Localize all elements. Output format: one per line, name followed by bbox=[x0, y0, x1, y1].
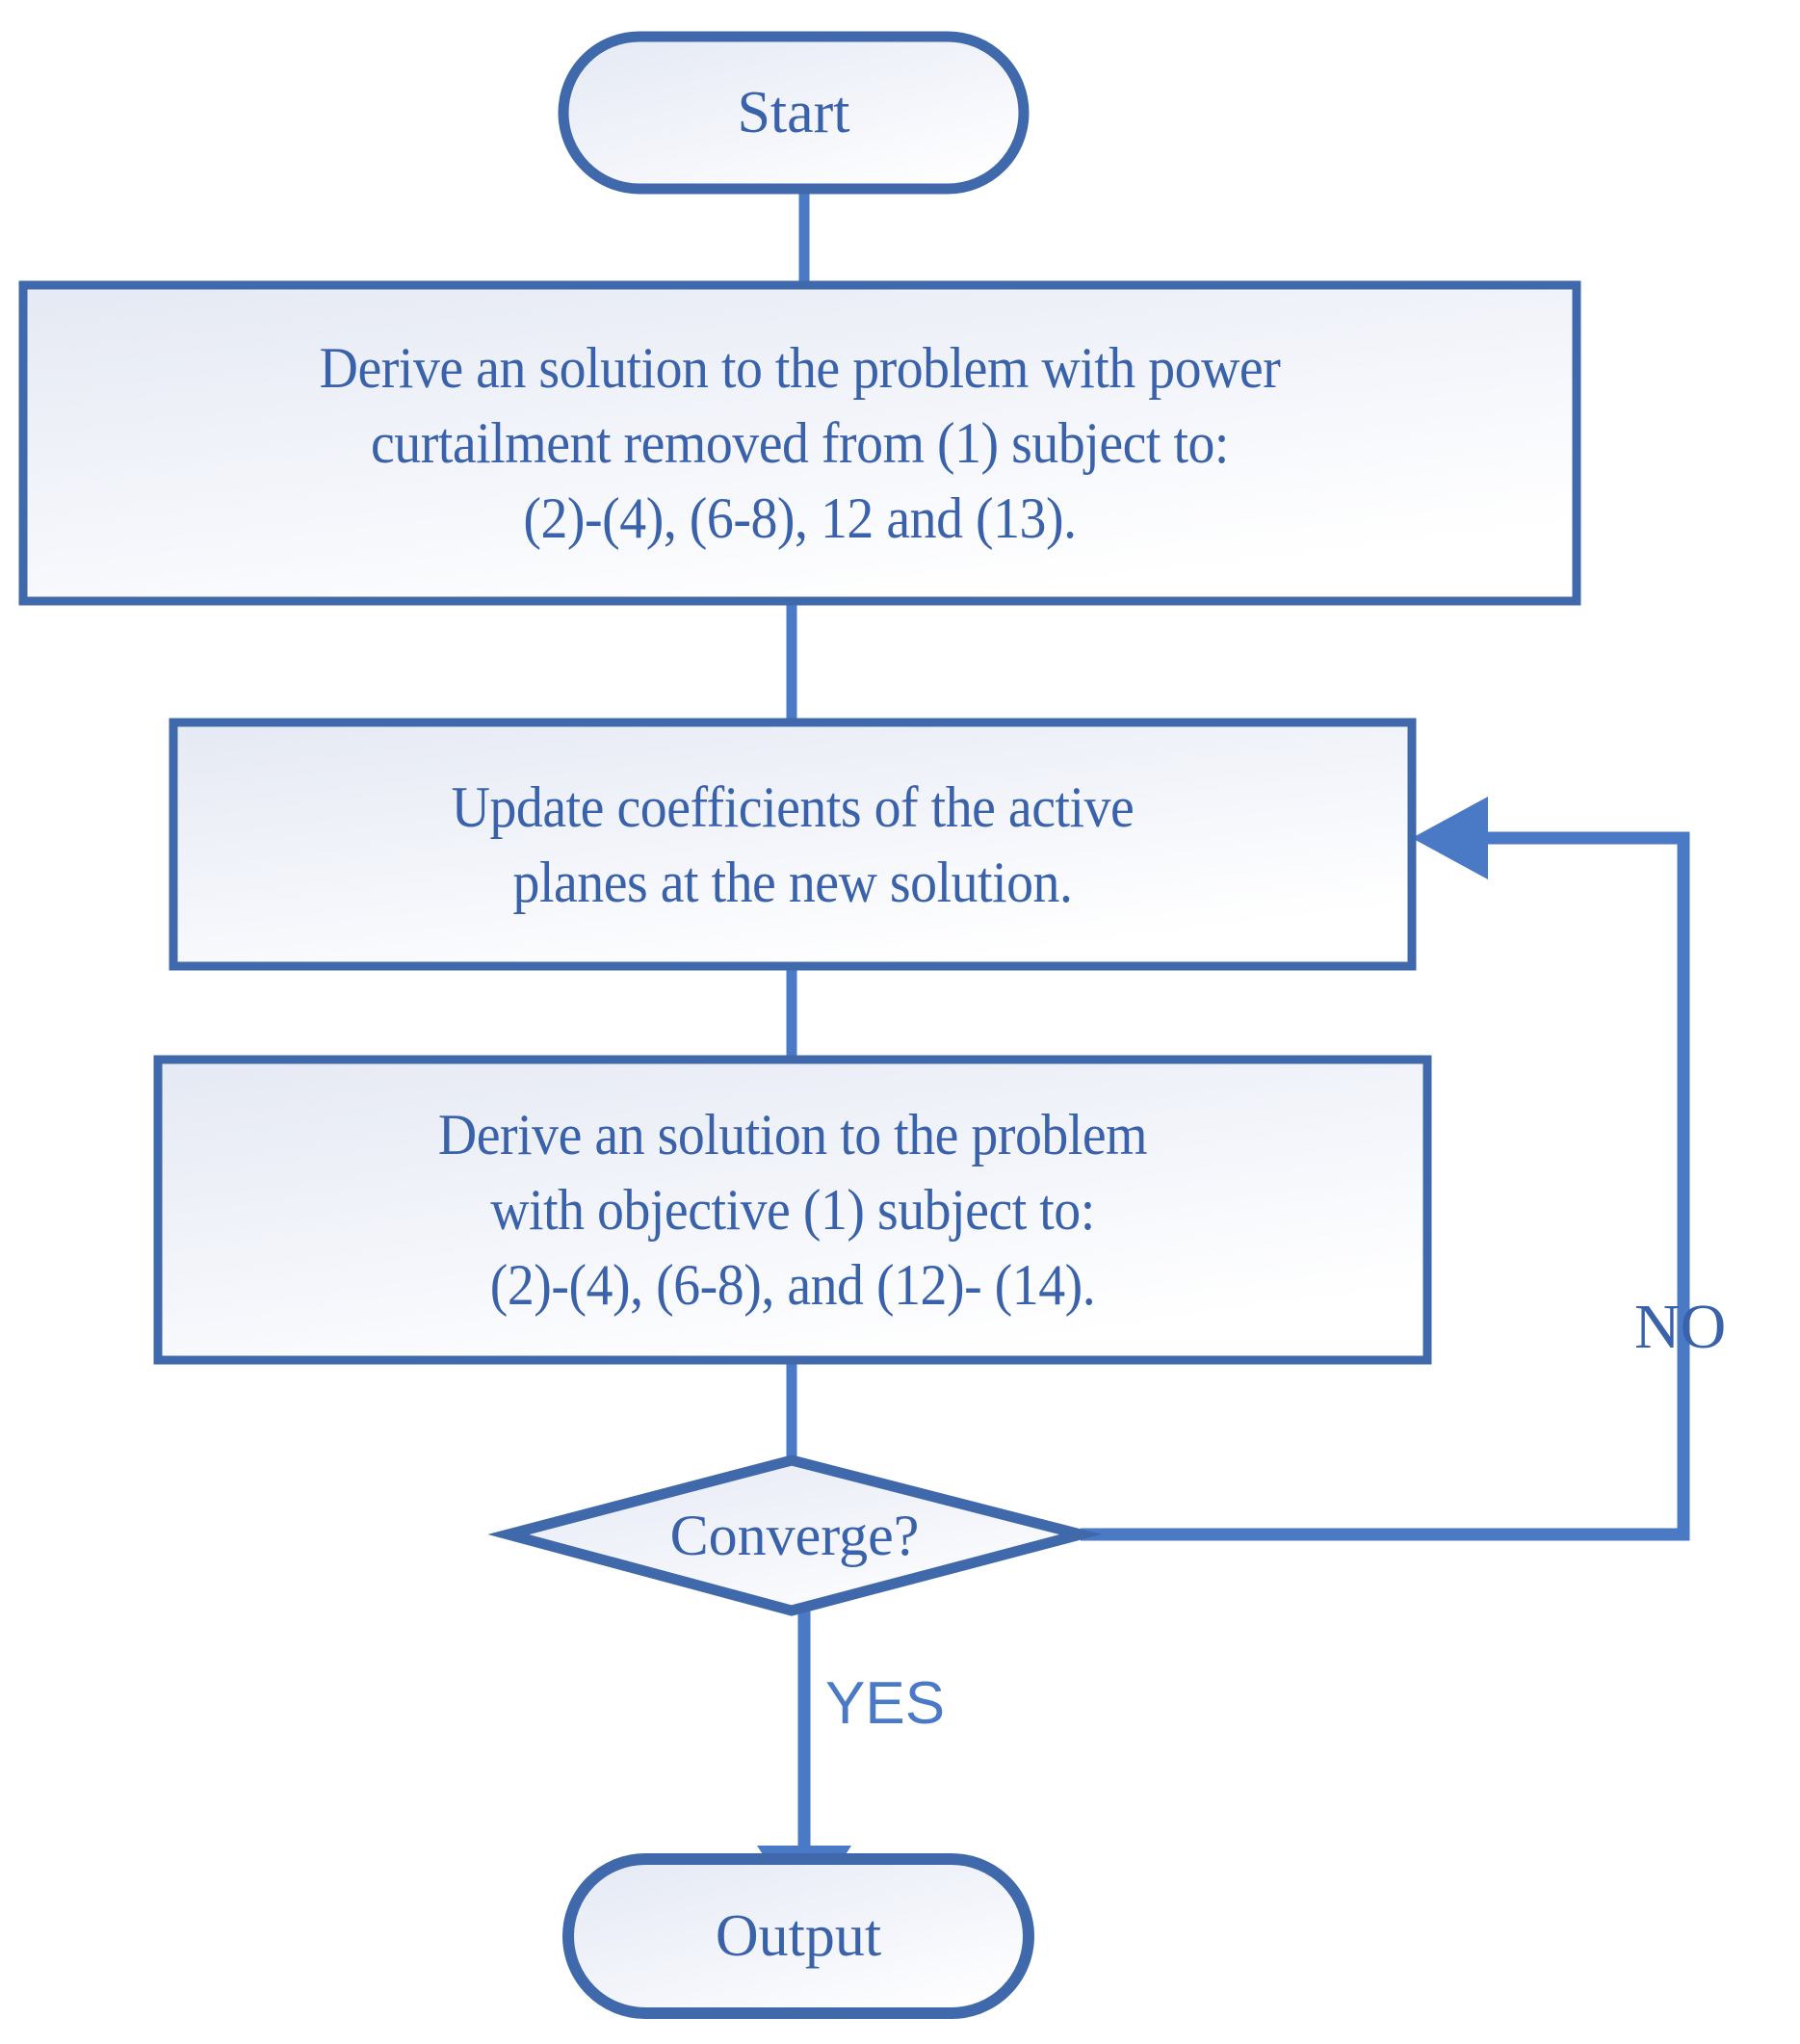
arrowhead-no bbox=[1412, 797, 1488, 879]
node-converge-shape bbox=[487, 1454, 1102, 1616]
node-initial-solve-shape bbox=[18, 280, 1581, 606]
connector-converge-no bbox=[1081, 831, 1690, 1541]
node-output-shape bbox=[562, 1853, 1034, 2019]
node-resolve-shape bbox=[153, 1055, 1432, 1365]
node-start-shape bbox=[558, 31, 1030, 195]
node-update-coefficients-shape bbox=[169, 718, 1417, 971]
